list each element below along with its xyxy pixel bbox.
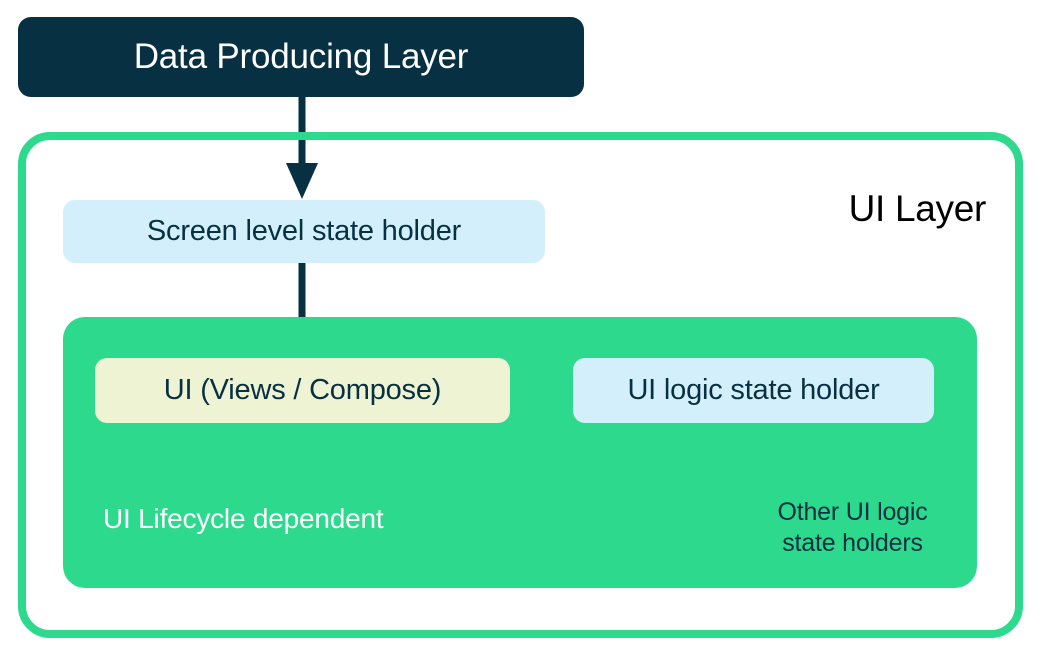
screen-level-state-holder-box: Screen level state holder (63, 200, 545, 263)
ui-layer-title: UI Layer (848, 188, 987, 229)
ui-logic-state-holder-label: UI logic state holder (627, 374, 880, 406)
data-producing-layer-box: Data Producing Layer (18, 17, 584, 97)
ui-views-compose-box: UI (Views / Compose) (95, 358, 510, 423)
other-ui-logic-state-holders-line1: Other UI logic (777, 498, 928, 526)
other-ui-logic-state-holders-line2: state holders (782, 529, 923, 557)
screen-level-state-holder-label: Screen level state holder (146, 215, 462, 247)
ui-lifecycle-dependent-label: UI Lifecycle dependent (103, 503, 384, 534)
ui-views-compose-label: UI (Views / Compose) (163, 374, 442, 406)
ui-layer-container (18, 132, 1023, 638)
other-ui-logic-state-holders-caption: Other UI logic state holders (745, 497, 960, 559)
data-producing-layer-label: Data Producing Layer (133, 37, 469, 76)
ui-logic-state-holder-box: UI logic state holder (573, 358, 934, 423)
